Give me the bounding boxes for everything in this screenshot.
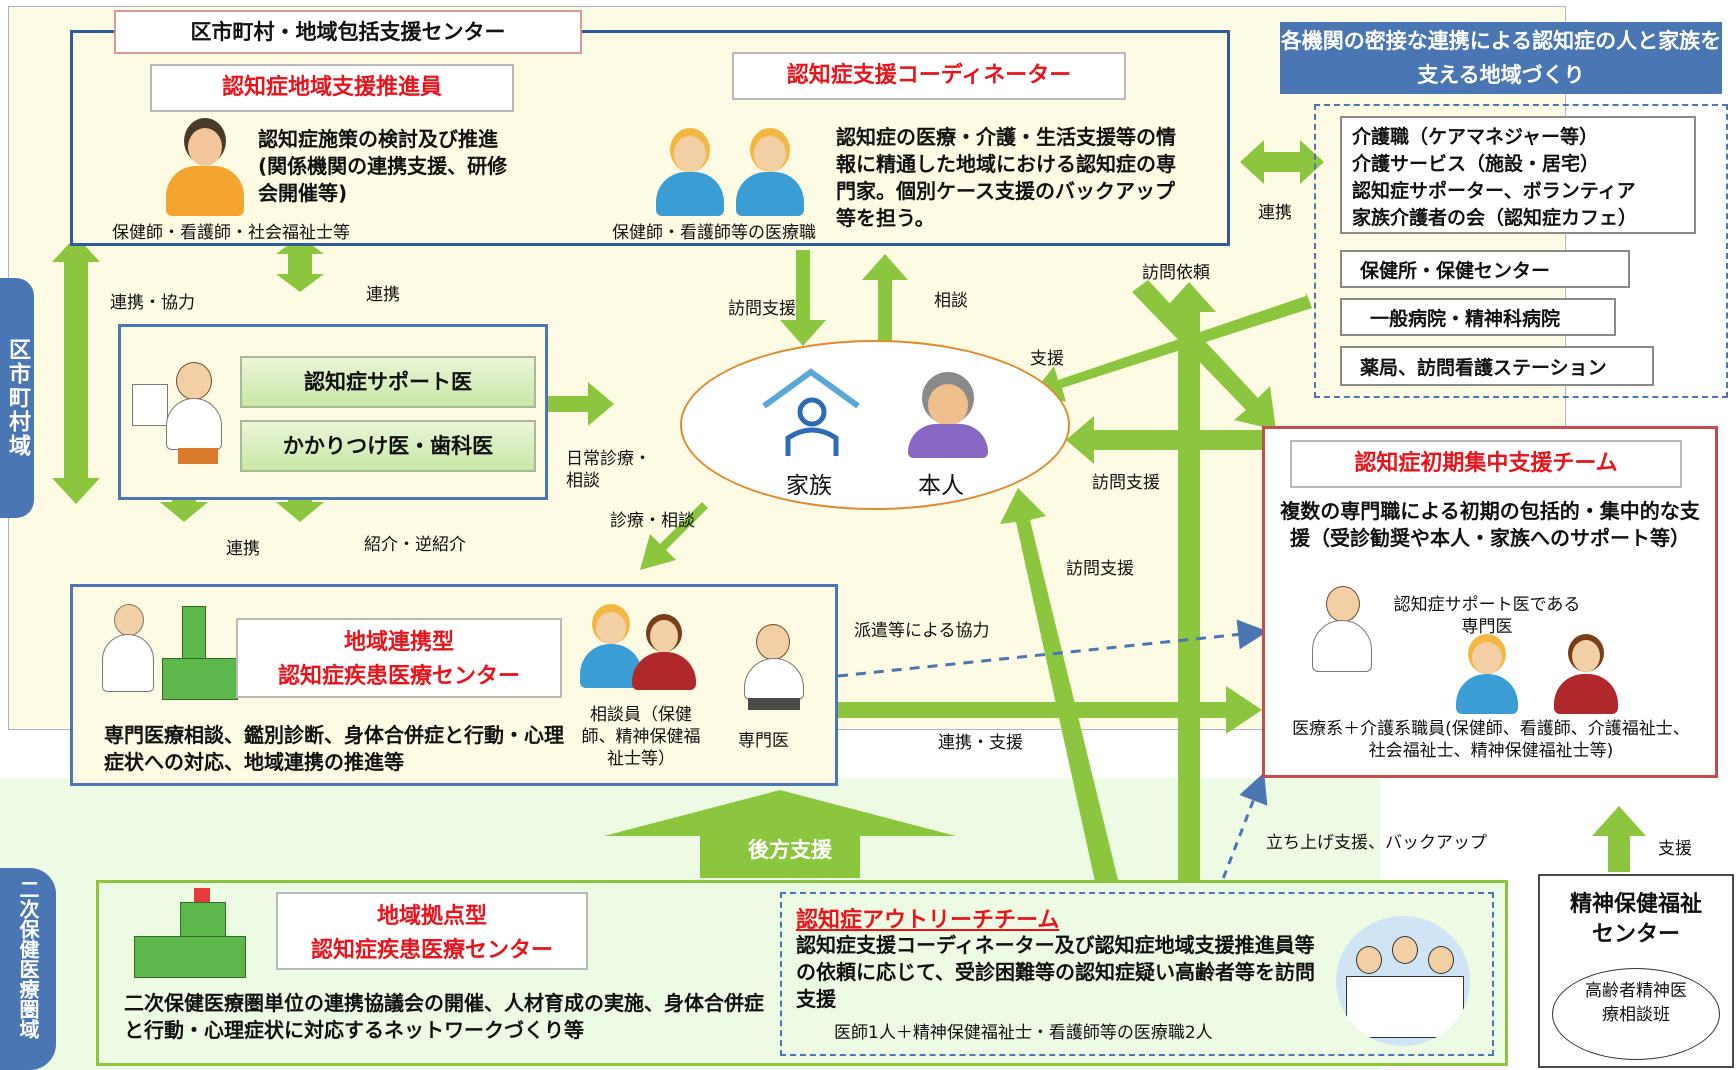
family-house-icon	[756, 368, 866, 458]
arrow-startup-dashed	[1216, 772, 1268, 893]
base-center-desc: 二次保健医療圏単位の連携協議会の開催、人材育成の実施、身体合併症と行動・心理症状…	[124, 991, 764, 1042]
initial-team-title: 認知症初期集中支援チーム	[1290, 440, 1682, 488]
outreach-frame	[780, 892, 1494, 1056]
arrow-home-center	[640, 486, 724, 570]
outreach-desc: 認知症支援コーディネーター及び認知症地域支援推進員等の依頼に応じて、受診困難等の…	[796, 933, 1315, 1011]
regional-center-title-1: 地域連携型	[343, 630, 454, 655]
person-icon	[900, 372, 996, 458]
label-coop-partners: 連携	[1258, 203, 1292, 223]
label-referral: 紹介・逆紹介	[364, 535, 466, 555]
specialist-icon	[706, 622, 810, 714]
label-coop-promoter: 連携	[366, 285, 400, 305]
mental-center-sub: 高齢者精神医療相談班	[1552, 968, 1720, 1060]
arrow-team-home	[1066, 416, 1266, 464]
region-label-secondary: 二次保健医療圏域	[0, 868, 56, 1070]
home-ellipse	[680, 340, 1070, 510]
arrow-visit-down	[780, 250, 826, 346]
partner-care-worker: 介護職（ケアマネジャー等）	[1352, 126, 1599, 148]
promoter-desc: 認知症施策の検討及び推進(関係機関の連携支援、研修会開催等)	[258, 127, 508, 205]
partners-frame	[1314, 104, 1728, 398]
team-doctor-icon	[1282, 586, 1382, 676]
arrow-doctors-home	[502, 382, 614, 426]
secondary-label-text: 二次保健医療圏域	[16, 879, 40, 1039]
partner-family-assoc: 家族介護者の会（認知症カフェ）	[1352, 207, 1638, 229]
backup-label: 後方支援	[748, 838, 832, 862]
label-consult-up: 相談	[934, 291, 968, 311]
team-staff-label: 医療系＋介護系職員(保健師、看護師、介護福祉士、社会福祉士、精神保健福祉士等)	[1292, 719, 1690, 762]
team-doctor-label: 認知症サポート医である専門医	[1393, 595, 1581, 638]
label-visit-outreach: 訪問支援	[1066, 559, 1134, 579]
arrow-request-team	[1132, 280, 1276, 430]
label-support: 支援	[1030, 349, 1064, 369]
outreach-group-icon	[1336, 916, 1470, 1046]
partners-group1: 介護職（ケアマネジャー等） 介護サービス（施設・居宅） 認知症サポーター、ボラン…	[1340, 116, 1696, 234]
base-center-title-2: 認知症疾患医療センター	[310, 938, 553, 963]
arrow-promoter-doctors	[276, 236, 324, 292]
region-label-text: 区市町村域	[5, 338, 30, 458]
regional-center-title-2: 認知症疾患医療センター	[277, 664, 520, 689]
arrow-consult-up	[862, 254, 908, 346]
support-doctor-label: 認知症サポート医	[240, 356, 536, 408]
arrow-collab-left	[52, 236, 100, 504]
outreach-staff: 医師1人＋精神保健福祉士・看護師等の医療職2人	[834, 1023, 1213, 1043]
arrow-center-team	[836, 686, 1262, 734]
specialist-label: 専門医	[738, 731, 789, 751]
partner-care-service: 介護サービス（施設・居宅）	[1352, 153, 1600, 175]
arrow-outreach-home	[1000, 488, 1118, 886]
arrow-partners-home	[1034, 292, 1312, 402]
label-dispatch: 派遣等による協力	[854, 621, 990, 641]
mental-center-title: 精神保健福祉センター	[1569, 892, 1702, 947]
regional-center-desc: 専門医療相談、鑑別診断、身体合併症と行動・心理症状への対応、地域連携の推進等	[104, 723, 564, 774]
base-center-title: 地域拠点型 認知症疾患医療センター	[276, 892, 588, 970]
label-daily-care: 日常診療・相談	[566, 449, 651, 492]
arrow-coord-partners	[1240, 140, 1324, 184]
label-coop-center: 連携	[226, 539, 260, 559]
team-staff-icon	[1456, 634, 1656, 714]
label-coop-support: 連携・支援	[938, 733, 1023, 753]
label-mental-support: 支援	[1658, 839, 1692, 859]
label-startup: 立ち上げ支援、バックアップ	[1266, 833, 1487, 853]
regional-center-title: 地域連携型 認知症疾患医療センター	[236, 618, 562, 698]
label-collab-left: 連携・協力	[110, 293, 195, 313]
outreach-title: 認知症アウトリーチチーム	[796, 908, 1060, 933]
arrow-outreach-up	[1162, 282, 1216, 886]
family-doctor-label: かかりつけ医・歯科医	[240, 420, 536, 472]
regional-center-icon	[88, 600, 238, 700]
partner-supporter: 認知症サポーター、ボランティア	[1352, 180, 1636, 202]
center-title: 区市町村・地域包括支援センター	[114, 10, 582, 54]
family-label: 家族	[786, 473, 832, 499]
initial-team-desc: 複数の専門職による初期の包括的・集中的な支援（受診勧奨や本人・家族へのサポート等…	[1280, 499, 1700, 550]
coordinator-icon	[656, 128, 816, 218]
coordinator-staff: 保健師・看護師等の医療職	[612, 223, 816, 243]
region-label-municipal: 区市町村域	[0, 278, 34, 518]
arrow-backup	[604, 790, 956, 878]
partner-hospital: 一般病院・精神科病院	[1340, 298, 1616, 336]
partner-health-center: 保健所・保健センター	[1340, 250, 1630, 288]
counselor-icon	[580, 600, 698, 690]
arrow-mental-support	[1592, 806, 1646, 872]
promoter-staff: 保健師・看護師・社会福祉士等	[112, 223, 350, 243]
hospital-icon	[128, 888, 248, 978]
promoter-icon	[160, 118, 250, 218]
promoter-title: 認知症地域支援推進員	[150, 64, 514, 112]
doctor-icon	[132, 358, 228, 468]
coordinator-desc: 認知症の医療・介護・生活支援等の情報に精通した地域における認知症の専門家。個別ケ…	[836, 125, 1176, 230]
coordinator-title: 認知症支援コーディネーター	[732, 52, 1126, 100]
label-visit-down: 訪問支援	[728, 299, 796, 319]
label-visit-request: 訪問依頼	[1142, 263, 1210, 283]
base-center-title-1: 地域拠点型	[376, 904, 487, 929]
label-diagnosis: 診療・相談	[610, 511, 695, 531]
partner-pharmacy: 薬局、訪問看護ステーション	[1340, 346, 1654, 386]
vision-banner: 各機関の密接な連携による認知症の人と家族を支える地域づくり	[1280, 22, 1722, 94]
person-label: 本人	[918, 473, 964, 499]
counselor-label: 相談員（保健師、精神保健福祉士等）	[581, 705, 701, 770]
label-visit-team: 訪問支援	[1092, 473, 1160, 493]
